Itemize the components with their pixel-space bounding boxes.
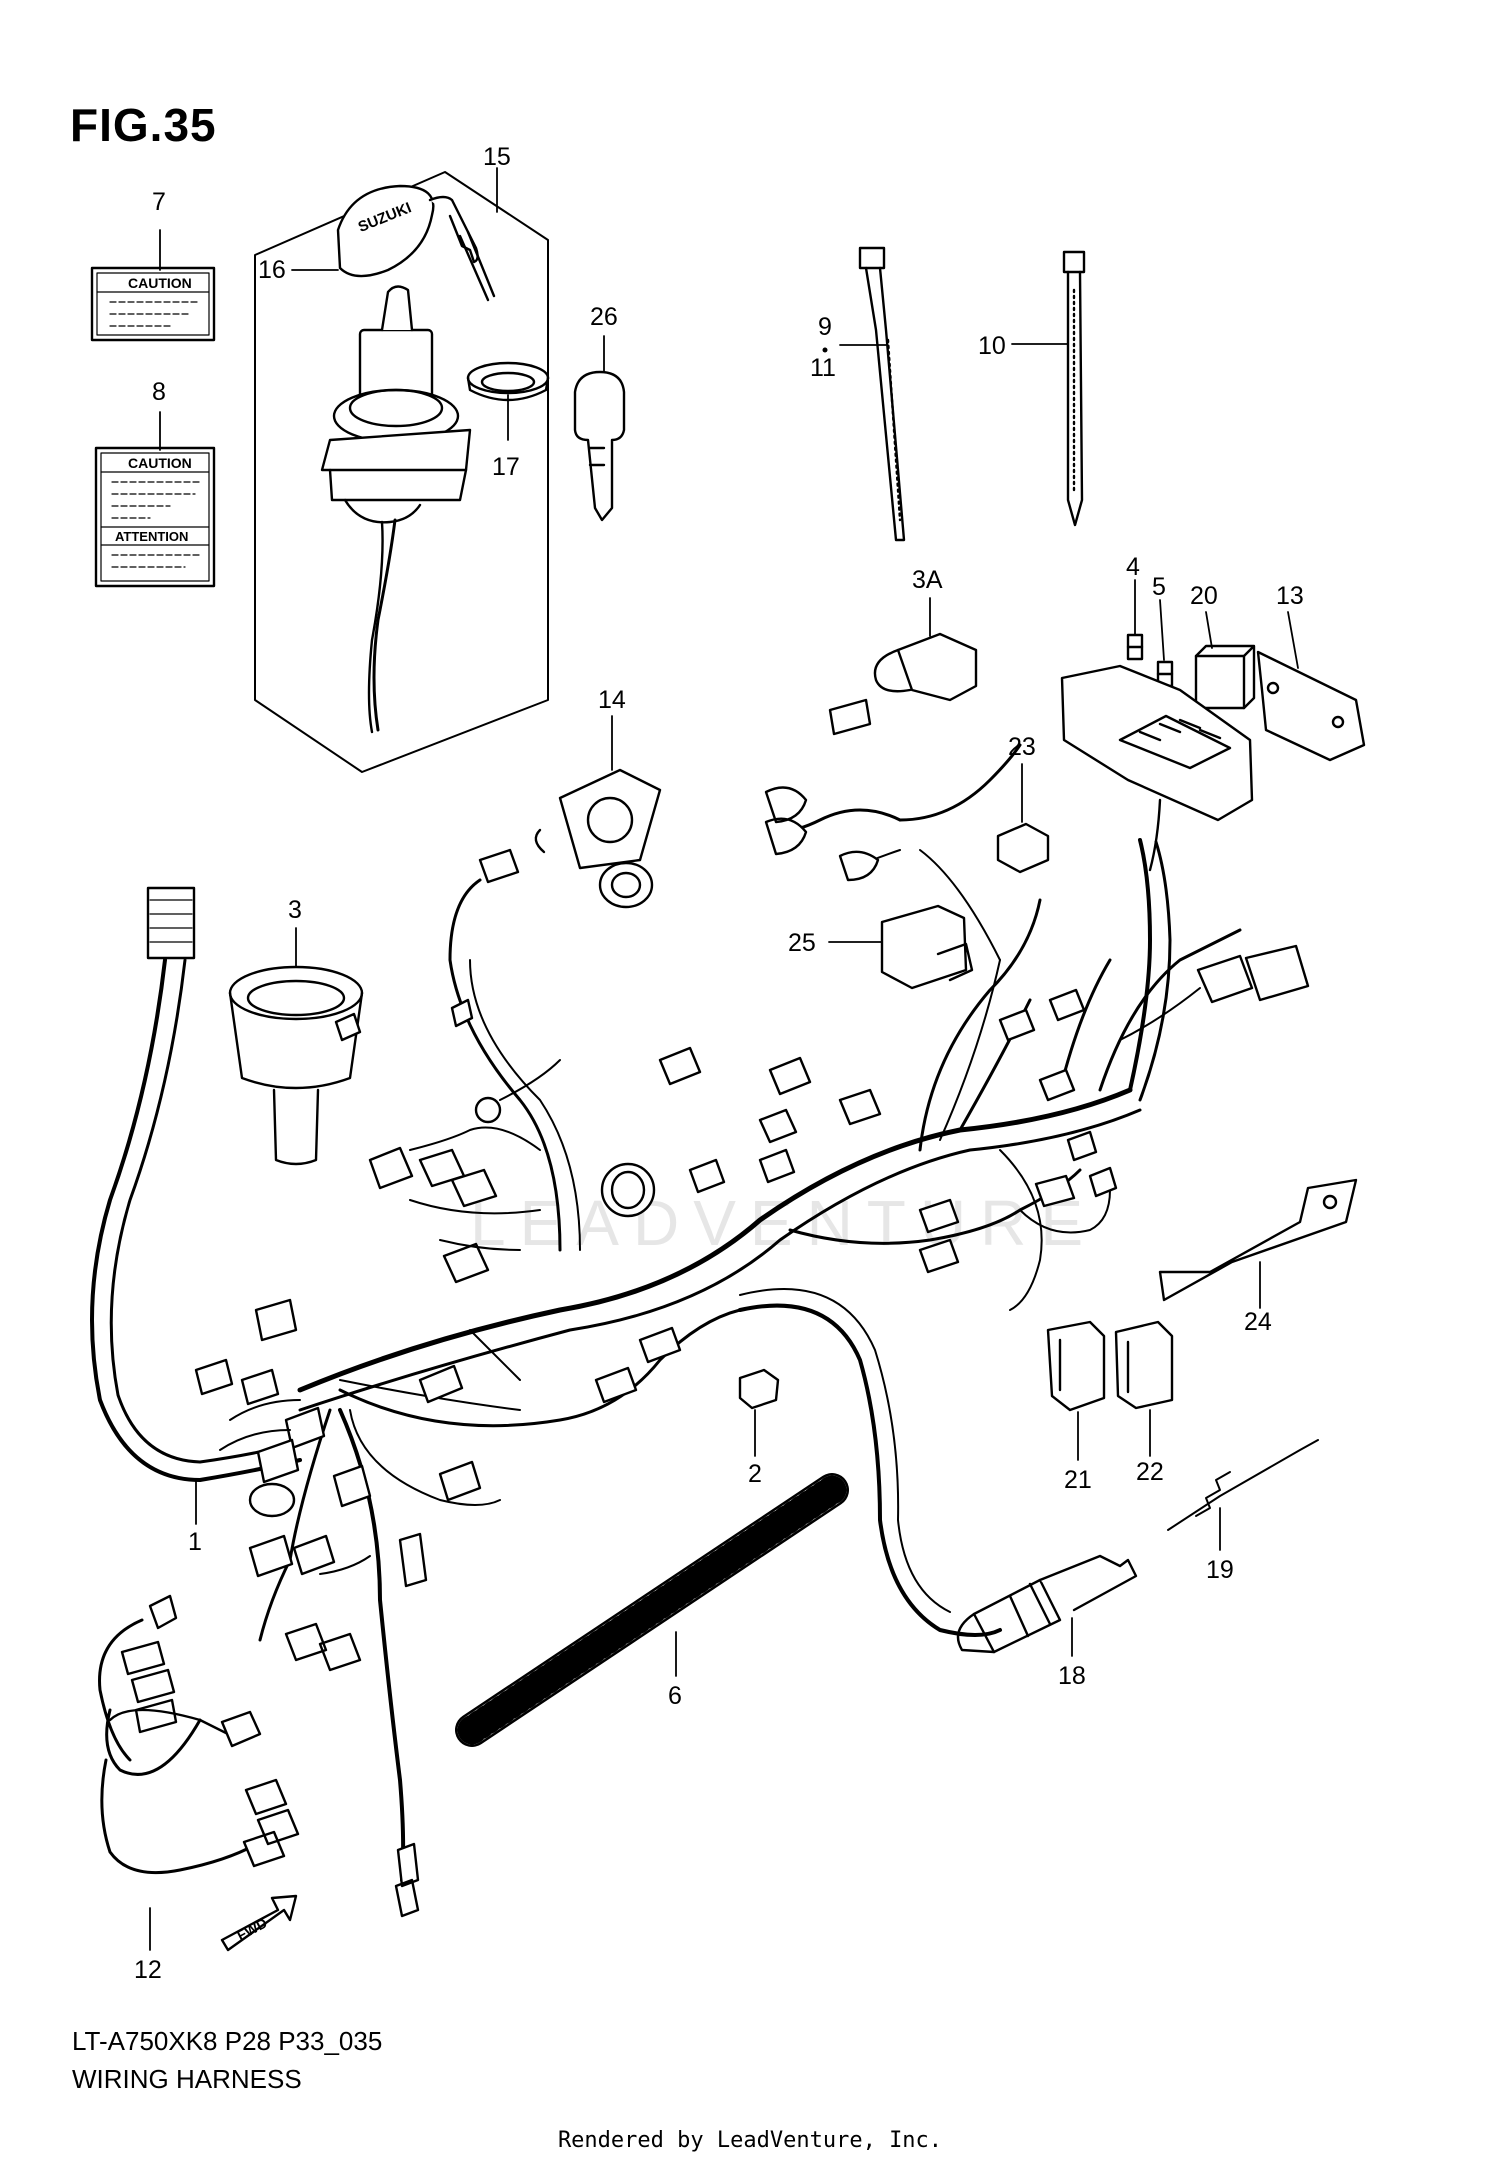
callout-16: 16	[258, 256, 286, 284]
callout-7: 7	[152, 188, 166, 216]
callout-14: 14	[598, 686, 626, 714]
fuse-box	[1060, 664, 1254, 872]
fwd-text: FWD	[234, 1914, 270, 1943]
boot-cap-3a	[873, 632, 978, 702]
callout-17: 17	[492, 453, 520, 481]
corrugated-tube-6	[455, 1473, 849, 1747]
callout-6: 6	[668, 1682, 682, 1710]
ignition-switch-set-15: SUZUKI	[254, 171, 549, 773]
accessory-socket-14	[534, 768, 662, 909]
connector-2	[738, 1368, 780, 1410]
callout-10: 10	[978, 332, 1006, 360]
spare-key-26	[573, 370, 626, 522]
cable-tie-9-11	[858, 246, 906, 542]
callout-13: 13	[1276, 582, 1304, 610]
callout-25: 25	[788, 929, 816, 957]
sensor-18	[956, 1554, 1138, 1654]
callout-19: 19	[1206, 1556, 1234, 1584]
figure-title: FIG.35	[70, 99, 217, 151]
callout-8: 8	[152, 378, 166, 406]
callout-5: 5	[1152, 573, 1166, 601]
callout-1: 1	[188, 1528, 202, 1556]
callout-21: 21	[1064, 1466, 1092, 1494]
callout-22: 22	[1136, 1458, 1164, 1486]
connector-23	[996, 822, 1050, 874]
callout-26: 26	[590, 303, 618, 331]
attention-label-text: ATTENTION	[115, 529, 188, 544]
caution-label-7: CAUTION	[90, 266, 216, 342]
callout-15: 15	[483, 143, 511, 171]
caution-label-text-2: CAUTION	[128, 455, 192, 471]
spring-pin-19	[1167, 1439, 1319, 1531]
callout-4: 4	[1126, 553, 1140, 581]
relay-20	[1194, 644, 1256, 710]
caution-label-text-1: CAUTION	[128, 275, 192, 291]
callout-20: 20	[1190, 582, 1218, 610]
bracket-24	[1158, 1178, 1358, 1302]
callout-3a: 3A	[912, 566, 943, 594]
bracket-13	[1256, 650, 1366, 762]
callout-18: 18	[1058, 1662, 1086, 1690]
callout-12: 12	[134, 1956, 162, 1984]
main-wiring-harness-1	[90, 698, 1310, 1918]
fwd-arrow-icon: FWD	[220, 1894, 298, 1952]
callout-numbers: 7 8 15 16 17 26 9 11 10 3A 4 5 20 13 14 …	[134, 143, 1304, 1984]
callout-9: 9	[818, 313, 832, 341]
caution-attention-label-8: CAUTION ATTENTION	[94, 446, 216, 588]
callout-leaders	[149, 167, 1299, 1951]
relay-21	[1046, 1320, 1106, 1412]
model-code: LT-A750XK8 P28 P33_035	[72, 2026, 383, 2056]
cable-tie-10	[1062, 250, 1086, 527]
callout-3: 3	[288, 896, 302, 924]
sub-harness-12	[98, 1594, 300, 1875]
callout-dot	[822, 347, 828, 353]
callout-11: 11	[810, 354, 836, 382]
footer-credit: Rendered by LeadVenture, Inc.	[557, 2128, 943, 2153]
relay-22	[1114, 1320, 1174, 1410]
relay-25	[880, 904, 974, 990]
callout-23: 23	[1008, 733, 1036, 761]
watermark-text: LEADVENTURE	[470, 1187, 1097, 1259]
callout-24: 24	[1244, 1308, 1272, 1336]
section-name: WIRING HARNESS	[72, 2064, 302, 2094]
callout-2: 2	[748, 1460, 762, 1488]
fuse-4	[1126, 633, 1144, 661]
grommet-3	[228, 965, 364, 1166]
